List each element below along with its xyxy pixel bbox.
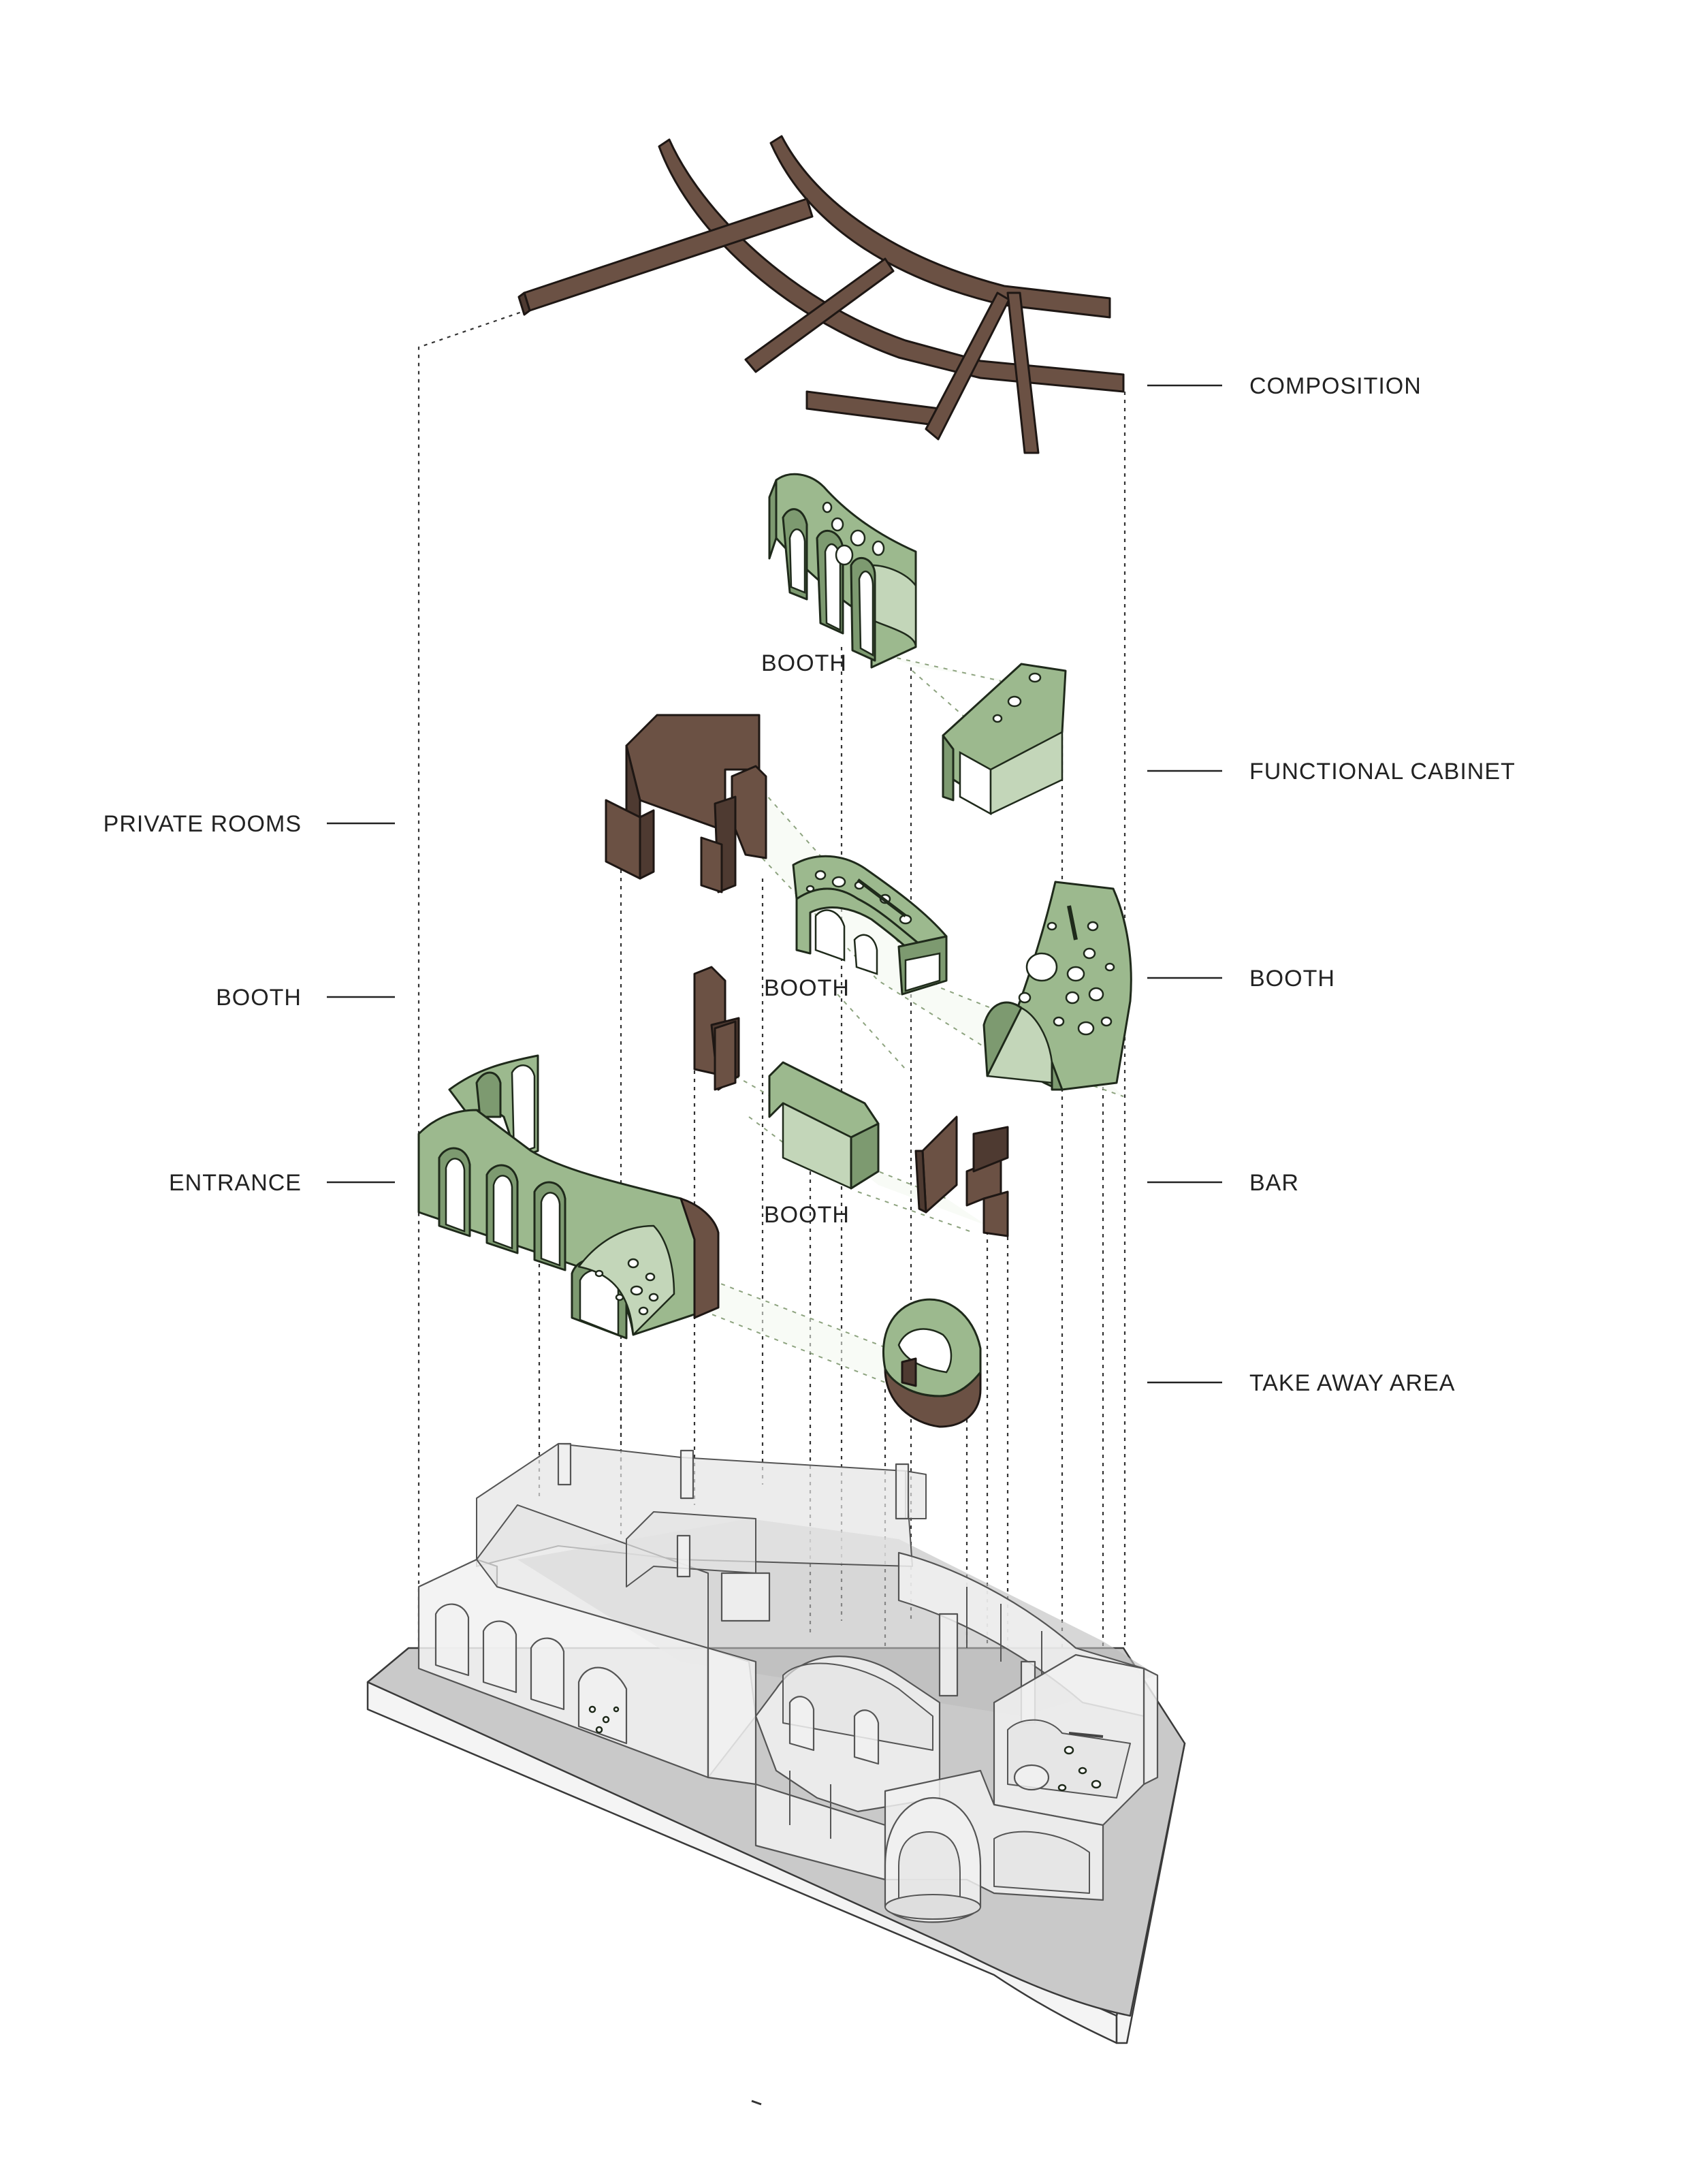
- label-booth-top: BOOTH: [761, 650, 847, 676]
- label-booth-right: BOOTH: [1249, 966, 1335, 992]
- booth-middle-module: [792, 855, 948, 996]
- label-functional-cabinet: FUNCTIONAL CABINET: [1249, 759, 1516, 785]
- label-bar: BAR: [1249, 1170, 1299, 1196]
- bar-module: [914, 1115, 1009, 1237]
- entrance-module: [417, 1054, 720, 1340]
- label-take-away-area: TAKE AWAY AREA: [1249, 1370, 1455, 1396]
- take-away-module: [882, 1298, 982, 1428]
- labels: COMPOSITION FUNCTIONAL CABINET PRIVATE R…: [103, 373, 1516, 1396]
- booth-right-module: [982, 881, 1132, 1091]
- booth-top-module: [768, 473, 917, 669]
- label-private-rooms: PRIVATE ROOMS: [103, 811, 302, 837]
- label-entrance: ENTRANCE: [169, 1170, 302, 1196]
- leader-lines: [327, 384, 1222, 1384]
- base-building-model: [366, 1442, 1186, 2044]
- booth-lower-module: [693, 966, 880, 1190]
- bottom-mark: [751, 2100, 762, 2106]
- label-composition: COMPOSITION: [1249, 373, 1422, 399]
- private-rooms-module: [605, 714, 767, 893]
- composition-wood-frame: [517, 135, 1125, 454]
- label-booth-left: BOOTH: [216, 985, 302, 1011]
- functional-cabinet-module: [942, 663, 1067, 816]
- label-booth-middle: BOOTH: [764, 975, 850, 1001]
- label-booth-lower: BOOTH: [764, 1202, 850, 1228]
